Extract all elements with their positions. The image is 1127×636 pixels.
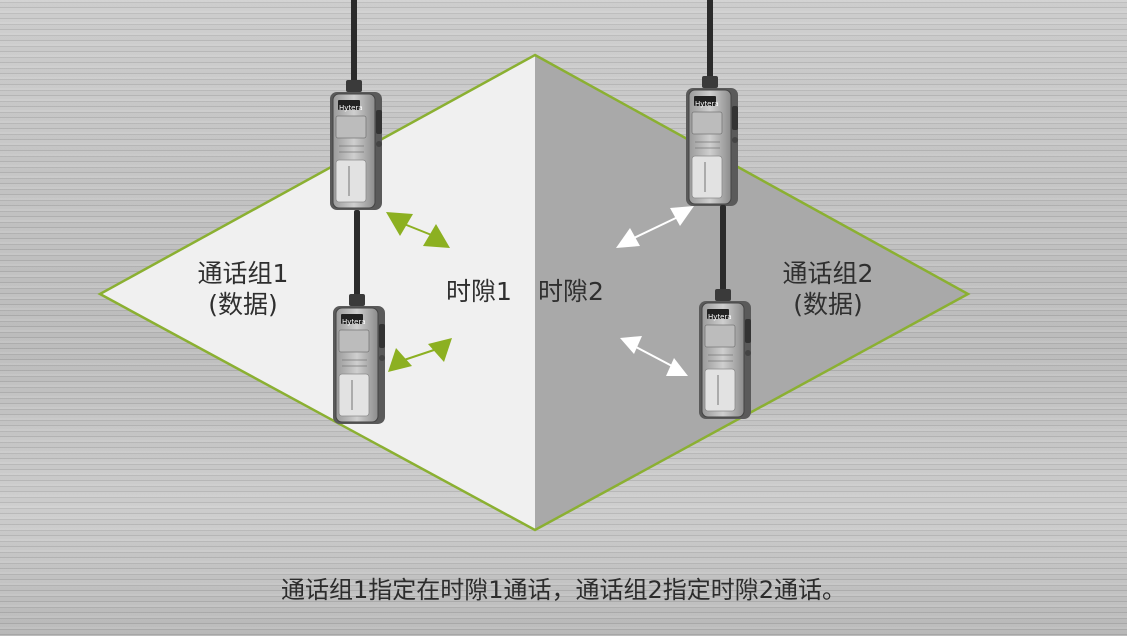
radio-brand-text: Hytera: [708, 313, 732, 321]
timeslot2-area: [535, 55, 968, 530]
caption-text: 通话组1指定在时隙1通话，通话组2指定时隙2通话。: [280, 576, 847, 604]
talkgroup2-type: (数据): [793, 290, 863, 319]
talkgroup2-label: 通话组2 (数据): [758, 258, 898, 320]
talkgroup1-label: 通话组1 (数据): [178, 258, 308, 320]
double-arrow-icon: [620, 336, 688, 376]
timeslot2-label: 时隙2: [538, 277, 604, 306]
timeslot1-area: [100, 55, 535, 530]
talkgroup1-name: 通话组1: [197, 259, 289, 288]
radio-brand-text: Hytera: [339, 104, 363, 112]
radio-brand-text: Hytera: [695, 100, 719, 108]
radio-brand-text: Hytera: [342, 318, 366, 326]
diamond-border: [97, 53, 971, 532]
double-arrow-icon: [388, 338, 452, 372]
double-arrow-icon: [386, 212, 450, 248]
talkgroup2-name: 通话组2: [782, 259, 874, 288]
talkgroup1-type: (数据): [208, 290, 278, 319]
double-arrow-icon: [616, 206, 694, 248]
timeslot1-label: 时隙1: [446, 277, 512, 306]
